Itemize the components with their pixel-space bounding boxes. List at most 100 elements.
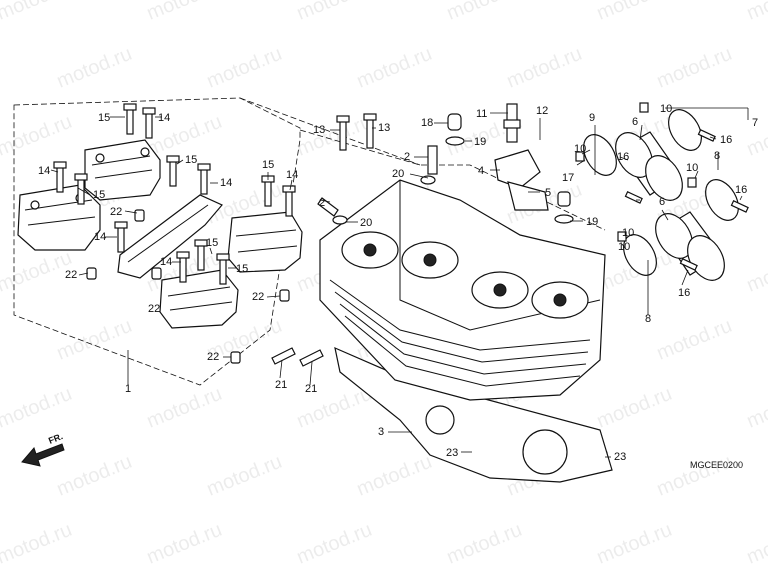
callout-20: 20 xyxy=(392,168,404,180)
watermark-text: motod.ru xyxy=(54,43,135,93)
watermark-text: motod.ru xyxy=(144,383,225,433)
callout-23: 23 xyxy=(446,447,458,459)
cylinder-head xyxy=(319,179,606,401)
watermark-text: motod.ru xyxy=(144,0,225,25)
callout-14: 14 xyxy=(94,231,106,243)
spark-plug xyxy=(503,103,521,143)
callout-21: 21 xyxy=(305,383,317,395)
callout-6: 6 xyxy=(632,116,638,128)
callout-1: 1 xyxy=(125,383,131,395)
callout-19: 19 xyxy=(474,136,486,148)
watermark-text: motod.ru xyxy=(594,0,675,25)
callout-15: 15 xyxy=(98,112,110,124)
callout-10: 10 xyxy=(574,143,586,155)
callout-16: 16 xyxy=(720,134,732,146)
callout-15: 15 xyxy=(185,154,197,166)
watermark-text: motod.ru xyxy=(204,451,285,501)
callout-9: 9 xyxy=(589,112,595,124)
callout-5: 5 xyxy=(545,187,551,199)
watermark-text: motod.ru xyxy=(744,519,768,569)
sensor-bracket xyxy=(494,149,549,211)
callout-21: 21 xyxy=(275,379,287,391)
watermark-text: motod.ru xyxy=(744,383,768,433)
callout-18: 18 xyxy=(421,117,433,129)
stud-bolts xyxy=(271,347,324,367)
callout-20: 20 xyxy=(360,217,372,229)
watermark-text: motod.ru xyxy=(594,383,675,433)
leader-lines xyxy=(50,107,749,458)
callout-8: 8 xyxy=(714,150,720,162)
watermark-text: motod.ru xyxy=(54,315,135,365)
callout-10: 10 xyxy=(618,241,630,253)
callout-14: 14 xyxy=(38,165,50,177)
front-indicator: FR. xyxy=(21,431,65,467)
watermark-text: motod.ru xyxy=(654,451,735,501)
watermark-text: motod.ru xyxy=(294,519,375,569)
callout-2: 2 xyxy=(404,151,410,163)
callout-10: 10 xyxy=(686,162,698,174)
watermark-text: motod.ru xyxy=(654,315,735,365)
callout-17: 17 xyxy=(562,172,574,184)
camshaft-holder-upper-left xyxy=(84,139,161,201)
callout-14: 14 xyxy=(158,112,170,124)
callout-10: 10 xyxy=(660,103,672,115)
callout-15: 15 xyxy=(93,189,105,201)
holder-bolts xyxy=(53,103,377,285)
drawing-code: MGCEE0200 xyxy=(690,460,743,470)
callout-22: 22 xyxy=(110,206,122,218)
watermark-text: motod.ru xyxy=(204,43,285,93)
watermark-text: motod.ru xyxy=(354,43,435,93)
callout-13: 13 xyxy=(378,122,390,134)
callout-13: 13 xyxy=(313,124,325,136)
watermark-text: motod.ru xyxy=(0,0,75,25)
watermark-text: motod.ru xyxy=(294,111,375,161)
camshaft-holder-left xyxy=(17,184,101,251)
cam-chain-guide xyxy=(117,194,223,279)
cap-nut xyxy=(332,113,574,225)
callout-23: 23 xyxy=(614,451,626,463)
callout-16: 16 xyxy=(678,287,690,299)
callout-15: 15 xyxy=(262,159,274,171)
watermark-text: motod.ru xyxy=(0,383,75,433)
callout-16: 16 xyxy=(735,184,747,196)
watermark-text: motod.ru xyxy=(0,111,75,161)
callout-7: 7 xyxy=(752,117,758,129)
callout-15: 15 xyxy=(236,263,248,275)
watermark-text: motod.ru xyxy=(54,451,135,501)
watermark-text: motod.ru xyxy=(144,519,225,569)
watermark-text: motod.ru xyxy=(0,519,75,569)
callout-16: 16 xyxy=(617,151,629,163)
callout-22: 22 xyxy=(207,351,219,363)
watermark-text: motod.ru xyxy=(0,247,75,297)
callout-3: 3 xyxy=(378,426,384,438)
callout-2: 2 xyxy=(319,197,325,209)
watermark-text: motod.ru xyxy=(504,43,585,93)
callout-12: 12 xyxy=(536,105,548,117)
intake-insulator-upper xyxy=(615,131,683,201)
watermark-text: motod.ru xyxy=(594,519,675,569)
watermark-text: motod.ru xyxy=(744,247,768,297)
camshaft-holder-lower xyxy=(159,269,239,329)
callout-22: 22 xyxy=(252,291,264,303)
callout-4: 4 xyxy=(478,165,484,177)
callout-19: 19 xyxy=(586,216,598,228)
callout-8: 8 xyxy=(645,313,651,325)
callout-15: 15 xyxy=(206,237,218,249)
callout-11: 11 xyxy=(476,108,487,120)
callout-22: 22 xyxy=(148,303,160,315)
callout-14: 14 xyxy=(220,177,232,189)
watermark-text: motod.ru xyxy=(654,43,735,93)
callout-22: 22 xyxy=(65,269,77,281)
intake-insulator-lower xyxy=(655,211,725,281)
watermark-text: motod.ru xyxy=(294,0,375,25)
watermark-text: motod.ru xyxy=(444,519,525,569)
watermark-text: motod.ru xyxy=(444,0,525,25)
oil-jet xyxy=(317,145,571,217)
callout-14: 14 xyxy=(160,256,172,268)
callout-10: 10 xyxy=(622,227,634,239)
watermark-text: motod.ru xyxy=(354,451,435,501)
callout-14: 14 xyxy=(286,169,298,181)
watermark-text: motod.ru xyxy=(744,0,768,25)
